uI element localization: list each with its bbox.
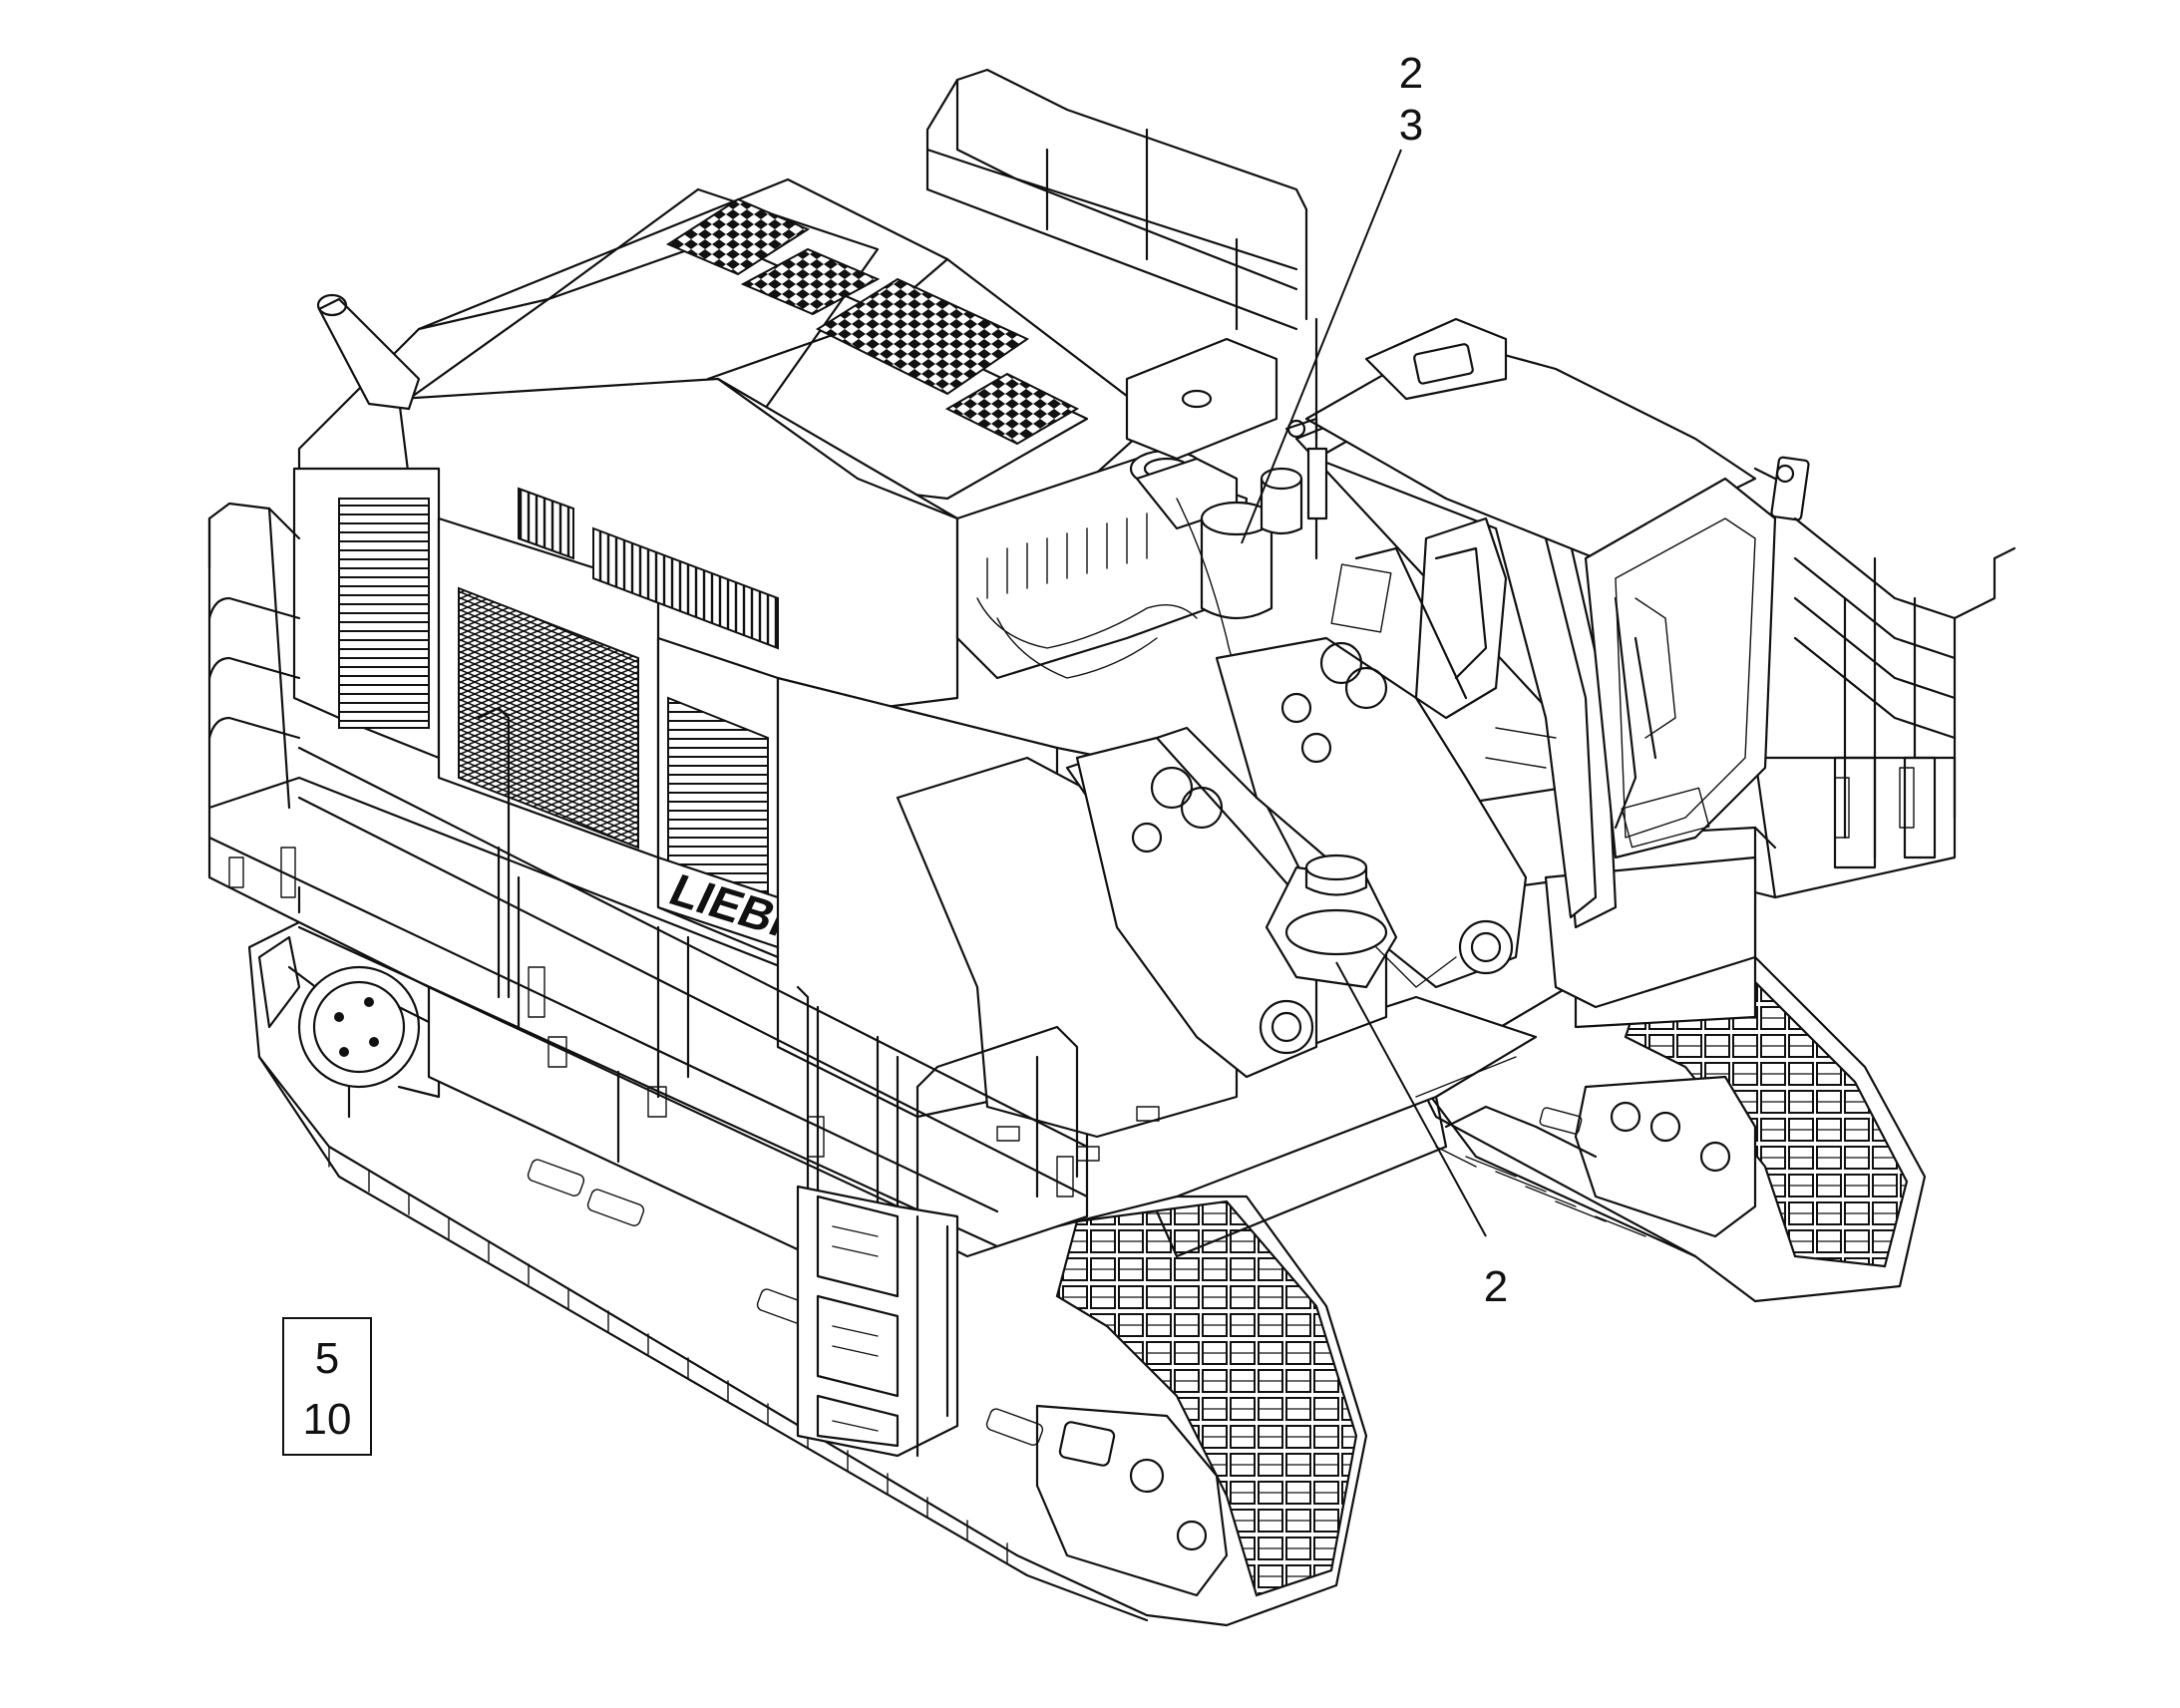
callout-leader-top <box>1241 149 1402 544</box>
engine-housing: LIEBHERR <box>292 177 1239 1162</box>
access-ladder <box>796 1185 959 1458</box>
callout-label-top-upper: 2 <box>1399 49 1423 98</box>
callout-leader-bottom <box>1335 961 1487 1237</box>
right-crawler-track <box>1414 945 1927 1303</box>
boom-foot-structure <box>1065 636 1528 1079</box>
operator-cab <box>1284 317 1810 1009</box>
callout-label-top-lower: 3 <box>1399 101 1423 150</box>
callout-label-bottom: 2 <box>1484 1262 1508 1311</box>
callouts: 2 3 2 <box>1241 49 1508 1311</box>
handrails <box>207 68 2016 1258</box>
reference-box: 5 10 <box>282 1317 372 1456</box>
reference-box-line2: 10 <box>303 1395 352 1444</box>
reference-box-line1: 5 <box>315 1334 339 1383</box>
